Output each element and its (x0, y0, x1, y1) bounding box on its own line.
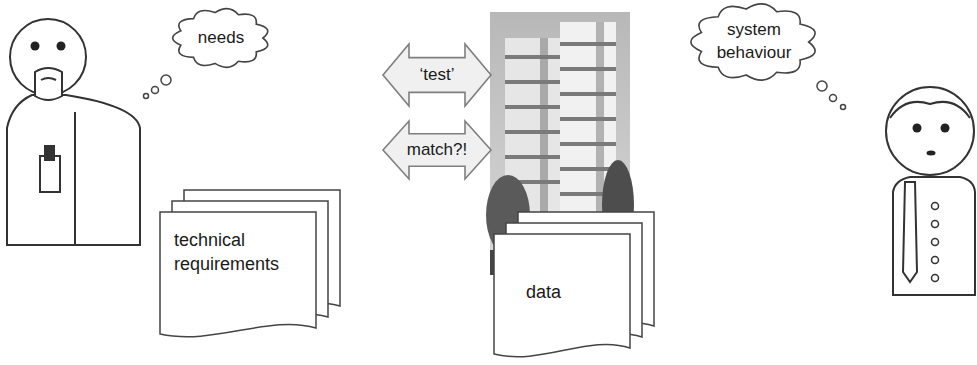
balcony (505, 130, 560, 134)
building-shadow (540, 38, 548, 238)
document-page (494, 234, 630, 357)
document-stack: technical requirements (160, 188, 350, 340)
man-beard (35, 68, 62, 100)
balcony (560, 67, 616, 71)
woman-mouth (927, 151, 936, 156)
node-text: technical requirements (174, 228, 306, 277)
man-coat-line (74, 112, 76, 245)
button (932, 275, 939, 282)
node-text: needs (198, 27, 244, 50)
button (932, 239, 939, 246)
woman-head (886, 87, 974, 175)
document-stack: data (494, 210, 660, 360)
arrow-outline (383, 44, 491, 106)
arrow-outline (383, 121, 491, 179)
cloud-outline (691, 4, 815, 80)
thought-dot (841, 105, 846, 110)
thought-dot (144, 94, 149, 99)
woman-figure (886, 87, 975, 295)
balconies (505, 42, 616, 196)
balcony (560, 92, 616, 96)
man-body (7, 95, 140, 245)
woman-eye (913, 124, 922, 133)
thought-dots (144, 75, 172, 99)
man-mouth (41, 78, 56, 80)
thought-dot (817, 81, 827, 91)
thought-cloud-outline (690, 3, 818, 81)
woman-eye (941, 124, 950, 133)
balcony (560, 42, 616, 46)
button (932, 203, 939, 210)
thought-dots (817, 81, 846, 110)
thought-dot (830, 95, 837, 102)
node-text: system behaviour (710, 19, 798, 65)
thought-dot (161, 75, 171, 85)
woman-tie (903, 182, 917, 282)
man-eye (57, 42, 66, 51)
man-badge-clip (45, 146, 54, 160)
button (932, 221, 939, 228)
node-text: data (526, 280, 620, 304)
man-badge (40, 156, 60, 192)
double-block-arrow: match?! (383, 121, 491, 179)
node-text: ‘test’ (420, 64, 455, 87)
cloud-outline (173, 9, 268, 68)
balcony (560, 142, 616, 146)
woman-body (893, 177, 975, 295)
man-eye (31, 42, 40, 51)
balcony (505, 105, 560, 109)
man-figure (7, 19, 140, 245)
balcony (505, 155, 560, 159)
balcony (560, 167, 616, 171)
balcony (505, 55, 560, 59)
thought-dot (152, 87, 159, 94)
thought-cloud: system behaviour (690, 3, 818, 81)
node-text: match?! (407, 139, 467, 162)
document-stack-outline (494, 210, 660, 360)
woman-hair (890, 102, 970, 118)
double-block-arrow: ‘test’ (383, 44, 491, 106)
balcony (505, 80, 560, 84)
document-page (160, 212, 316, 337)
balcony (560, 117, 616, 121)
thought-cloud: needs (172, 8, 270, 68)
woman-buttons (932, 203, 939, 282)
button (932, 257, 939, 264)
